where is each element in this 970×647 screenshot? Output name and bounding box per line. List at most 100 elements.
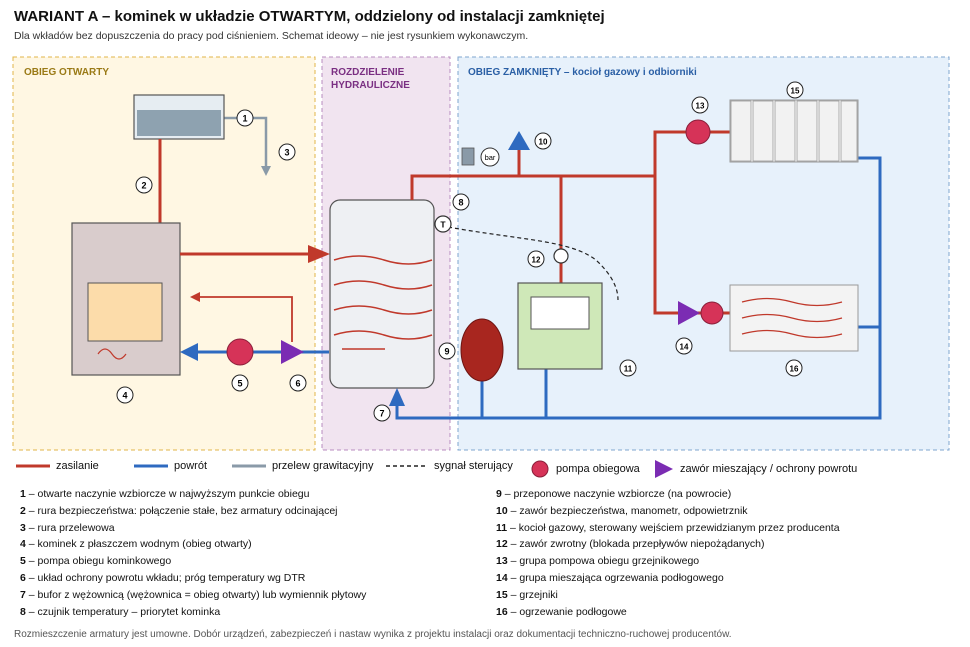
marker-11: 11 bbox=[619, 359, 637, 377]
temperature-sensor bbox=[434, 215, 452, 233]
desc-item: 16 – ogrzewanie podłogowe bbox=[496, 605, 627, 618]
check-valve bbox=[553, 248, 569, 264]
desc-item: 13 – grupa pompowa obiegu grzejnikowego bbox=[496, 555, 700, 568]
radiator-fin bbox=[840, 100, 858, 162]
underfloor-valve bbox=[678, 301, 700, 325]
desc-item: 5 – pompa obiegu kominkowego bbox=[20, 555, 172, 568]
desc-item: 1 – otwarte naczynie wzbiorcze w najwyżs… bbox=[20, 488, 310, 500]
svg-text:6: 6 bbox=[295, 379, 300, 389]
buffer-coil bbox=[333, 255, 433, 340]
legend-overflow-label: przelew grawitacyjny bbox=[272, 460, 374, 472]
svg-text:5: 5 bbox=[237, 379, 242, 389]
legend-signal-label: sygnał sterujący bbox=[434, 460, 513, 472]
marker-4: 4 bbox=[116, 386, 134, 404]
underfloor-loop bbox=[741, 297, 843, 339]
desc-item: 3 – rura przelewowa bbox=[20, 521, 115, 534]
footer-note: Rozmieszczenie armatury jest umowne. Dob… bbox=[14, 629, 732, 640]
page-subtitle: Dla wkładów bez dopuszczenia do pracy po… bbox=[14, 30, 529, 42]
radiator-pump bbox=[685, 119, 711, 145]
desc-item: 15 – grzejniki bbox=[496, 588, 558, 601]
legend-return: powrót bbox=[134, 460, 207, 472]
marker-7: 7 bbox=[373, 404, 391, 422]
return-line-icon bbox=[134, 464, 168, 468]
fireplace-window bbox=[87, 282, 163, 342]
signal-line-icon bbox=[386, 465, 428, 467]
marker-1: 1 bbox=[236, 109, 254, 127]
desc-item: 2 – rura bezpieczeństwa: połączenie stał… bbox=[20, 504, 338, 517]
radiator-fin bbox=[796, 100, 818, 162]
marker-8: 8 bbox=[452, 193, 470, 211]
svg-text:1: 1 bbox=[242, 114, 247, 124]
desc-item: 7 – bufor z wężownicą (wężownica = obieg… bbox=[20, 588, 367, 601]
supply-arrow-buffer bbox=[308, 245, 330, 263]
desc-item: 11 – kocioł gazowy, sterowany wejściem p… bbox=[496, 521, 840, 534]
desc-item: 8 – czujnik temperatury – priorytet komi… bbox=[20, 605, 221, 618]
svg-text:11: 11 bbox=[624, 365, 633, 374]
legend-supply-label: zasilanie bbox=[56, 460, 99, 472]
marker-14: 14 bbox=[675, 337, 693, 355]
valve-icon bbox=[655, 460, 673, 478]
radiator-fin bbox=[730, 100, 752, 162]
marker-2: 2 bbox=[135, 176, 153, 194]
temperature-sensor-label: T bbox=[440, 220, 446, 230]
svg-text:13: 13 bbox=[696, 102, 705, 111]
marker-13: 13 bbox=[691, 96, 709, 114]
marker-6: 6 bbox=[289, 374, 307, 392]
descriptions-right: 9 – przeponowe naczynie wzbiorcze (na po… bbox=[496, 486, 840, 620]
marker-3: 3 bbox=[278, 143, 296, 161]
buffer-tank bbox=[329, 199, 435, 389]
svg-text:4: 4 bbox=[122, 391, 127, 401]
membrane-expansion-vessel bbox=[460, 318, 504, 382]
legend: zasilanie powrót przelew grawitacyjny sy… bbox=[16, 460, 956, 478]
flame-icon bbox=[97, 348, 127, 360]
legend-return-label: powrót bbox=[174, 460, 208, 472]
svg-text:12: 12 bbox=[532, 256, 541, 265]
svg-text:3: 3 bbox=[284, 148, 289, 158]
svg-text:7: 7 bbox=[379, 409, 384, 419]
marker-9: 9 bbox=[438, 342, 456, 360]
zone-open-label: OBIEG OTWARTY bbox=[24, 67, 109, 78]
radiator-fin bbox=[818, 100, 840, 162]
zone-hydraulic-label-1: ROZDZIELENIE bbox=[331, 67, 405, 78]
overflow-line-icon bbox=[232, 464, 266, 468]
manometer-icon bbox=[480, 147, 500, 167]
boiler-display bbox=[530, 296, 590, 330]
legend-supply: zasilanie bbox=[16, 460, 99, 472]
desc-item: 4 – kominek z płaszczem wodnym (obieg ot… bbox=[20, 538, 252, 551]
fireplace-pump bbox=[226, 338, 254, 366]
marker-12: 12 bbox=[527, 250, 545, 268]
radiator-fin bbox=[774, 100, 796, 162]
legend-valve: zawór mieszający / ochrony powrotu bbox=[654, 460, 857, 478]
desc-item: 6 – układ ochrony powrotu wkładu; próg t… bbox=[20, 571, 306, 584]
desc-item: 14 – grupa mieszająca ogrzewania podłogo… bbox=[496, 571, 724, 584]
manometer-label: bar bbox=[485, 153, 496, 162]
control-signal-line bbox=[447, 226, 619, 301]
underfloor-pump bbox=[700, 301, 724, 325]
buffer-supply-riser bbox=[410, 174, 655, 200]
return-loop-arrow bbox=[190, 292, 200, 302]
marker-15: 15 bbox=[786, 81, 804, 99]
svg-text:10: 10 bbox=[539, 138, 548, 147]
desc-item: 9 – przeponowe naczynie wzbiorcze (na po… bbox=[496, 488, 732, 500]
legend-pump: pompa obiegowa bbox=[530, 460, 640, 478]
legend-valve-label: zawór mieszający / ochrony powrotu bbox=[680, 463, 858, 475]
descriptions-left: 1 – otwarte naczynie wzbiorcze w najwyżs… bbox=[20, 486, 366, 620]
hydraulic-diagram: OBIEG OTWARTY ROZDZIELENIE HYDRAULICZNE … bbox=[12, 56, 950, 451]
fireplace-return-valve bbox=[281, 340, 304, 364]
svg-text:8: 8 bbox=[458, 198, 463, 208]
desc-item: 12 – zawór zwrotny (blokada przepływów n… bbox=[496, 538, 765, 551]
zone-closed-label: OBIEG ZAMKNIĘTY – kocioł gazowy i odbior… bbox=[468, 67, 697, 78]
tank-water-level bbox=[137, 110, 221, 136]
svg-text:9: 9 bbox=[444, 347, 449, 357]
legend-pump-label: pompa obiegowa bbox=[556, 463, 640, 475]
main-return-pipe bbox=[395, 156, 882, 420]
svg-text:2: 2 bbox=[141, 181, 146, 191]
svg-text:16: 16 bbox=[790, 365, 799, 374]
supply-line-icon bbox=[16, 464, 50, 468]
radiator-fin bbox=[752, 100, 774, 162]
marker-10: 10 bbox=[534, 132, 552, 150]
legend-signal: sygnał sterujący bbox=[386, 460, 513, 472]
safety-valve-icon bbox=[508, 131, 530, 150]
legend-overflow: przelew grawitacyjny bbox=[232, 460, 373, 472]
marker-16: 16 bbox=[785, 359, 803, 377]
